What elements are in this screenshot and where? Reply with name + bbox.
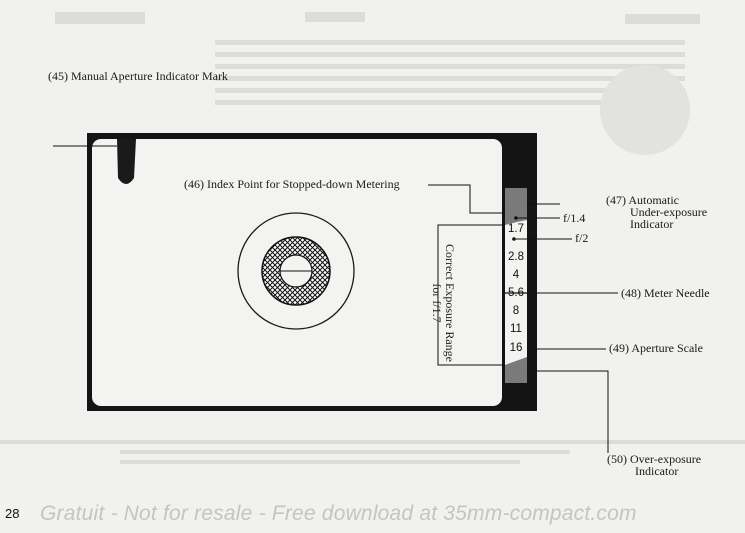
label-overexposure-1: (50) Over-exposure	[607, 452, 702, 466]
label-f2: f/2	[575, 231, 589, 245]
correct-range-line-2: for f/1.7	[430, 283, 444, 323]
watermark: Gratuit - Not for resale - Free download…	[40, 502, 637, 525]
label-aperture-scale: (49) Aperture Scale	[609, 341, 703, 355]
label-auto-underexposure-2: Under-exposure	[630, 205, 708, 219]
scale-2-8: 2.8	[508, 251, 524, 263]
scale-1-7: 1.7	[508, 223, 524, 235]
outer-circle	[237, 212, 355, 330]
correct-exposure-range-label: Correct Exposure Range for f/1.7	[430, 228, 457, 378]
label-index-point: (46) Index Point for Stopped-down Meteri…	[184, 177, 400, 191]
scale-11: 11	[510, 323, 522, 335]
underexposure-indicator	[505, 188, 527, 225]
manual-aperture-mark	[117, 139, 136, 184]
f2-dot	[512, 237, 516, 241]
label-auto-underexposure-1: (47) Automatic	[606, 193, 679, 207]
label-f14: f/1.4	[563, 211, 586, 225]
scale-5-6: 5.6	[508, 287, 524, 299]
label-manual-aperture-indicator: (45) Manual Aperture Indicator Mark	[48, 69, 228, 83]
leader-50	[527, 370, 609, 453]
aperture-scale-strip	[505, 188, 527, 383]
scale-8: 8	[512, 305, 520, 317]
label-meter-needle: (48) Meter Needle	[621, 286, 710, 300]
f14-dot	[514, 216, 518, 220]
overexposure-indicator	[505, 357, 527, 383]
correct-range-line-1: Correct Exposure Range	[443, 244, 457, 362]
correct-range-bracket	[437, 224, 505, 366]
page-number: 28	[5, 506, 20, 521]
scale-4: 4	[512, 269, 520, 281]
label-overexposure-2: Indicator	[635, 464, 679, 478]
scale-16: 16	[509, 342, 523, 354]
leader-46	[428, 184, 505, 214]
label-auto-underexposure-3: Indicator	[630, 217, 674, 231]
